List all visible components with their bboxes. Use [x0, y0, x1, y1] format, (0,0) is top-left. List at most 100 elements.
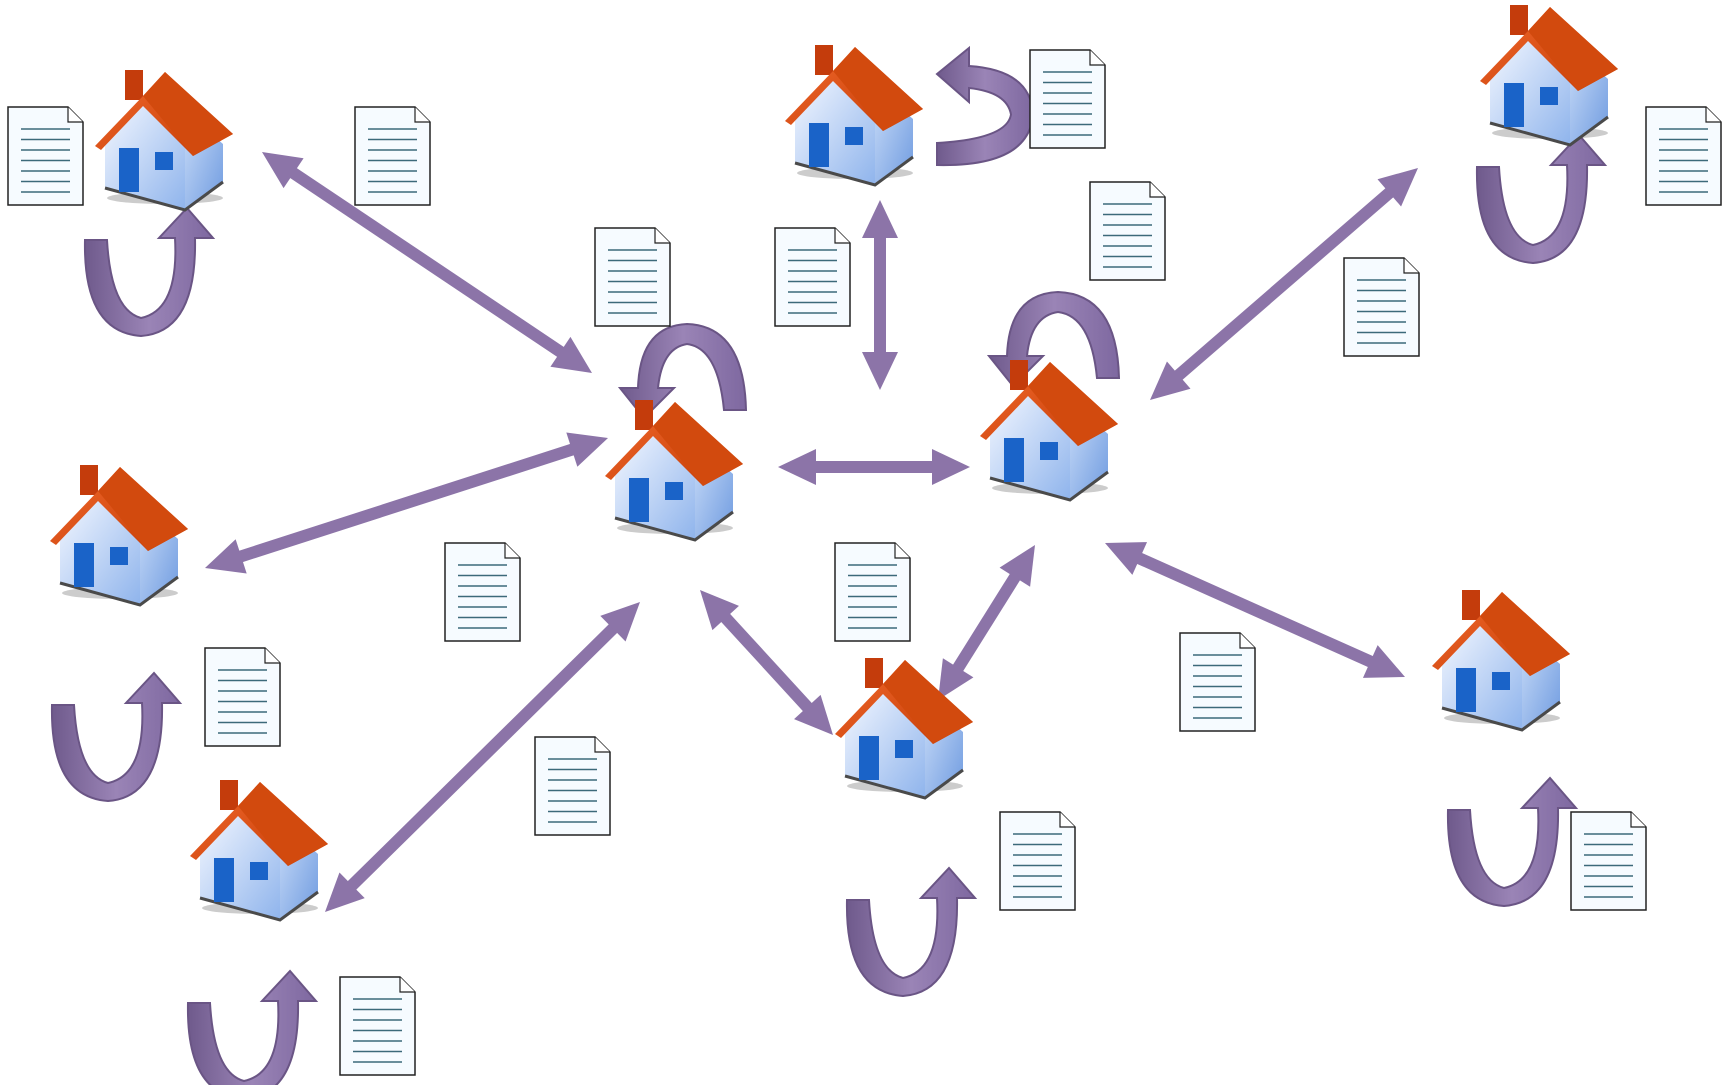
house-window [110, 547, 128, 565]
house-chimney [80, 465, 98, 495]
house-door [859, 736, 879, 780]
document-icon [1343, 257, 1420, 357]
document-page [1029, 49, 1106, 149]
self-loop-arrow [83, 206, 216, 338]
arrowhead-start [862, 200, 898, 238]
document-icon [1645, 106, 1722, 206]
document-icon [339, 976, 416, 1076]
double-arrow-edge [325, 602, 640, 912]
house-base [1489, 115, 1609, 147]
house-roof-side [653, 402, 743, 486]
double-arrow-edge [862, 200, 898, 390]
document-icon [7, 106, 84, 206]
curved-arrow-icon [1446, 776, 1579, 908]
document-page [1570, 811, 1647, 911]
house-base [989, 470, 1109, 502]
house-window [1040, 442, 1058, 460]
house-roof-side [1480, 592, 1570, 676]
document-fold [1059, 812, 1075, 828]
house-window [895, 740, 913, 758]
document-fold [834, 228, 850, 244]
arrowhead-end [1362, 645, 1405, 678]
house-chimney [220, 780, 238, 810]
house-chimney [1462, 590, 1480, 620]
curved-arrow-icon [935, 45, 1035, 167]
document-icon [534, 736, 611, 836]
arrowhead-end [1377, 168, 1418, 207]
document-fold [1705, 107, 1721, 123]
document-page [1089, 181, 1166, 281]
double-arrow-edge [205, 432, 608, 574]
arrowhead-end [938, 658, 974, 700]
self-loop-arrow [186, 969, 319, 1090]
house-icon [50, 465, 188, 607]
arrowhead-start [700, 590, 739, 631]
house-roof-side [98, 467, 188, 551]
house-base [1441, 700, 1561, 732]
document-page [444, 542, 521, 642]
curved-arrow-icon [845, 866, 978, 998]
house-icon [1480, 5, 1618, 147]
document-icon [999, 811, 1076, 911]
document-fold [504, 543, 520, 559]
double-arrow-edge [1150, 168, 1418, 400]
document-icon [354, 106, 431, 206]
arrowhead-end [932, 449, 970, 485]
house-door [119, 148, 139, 192]
houses-layer [50, 5, 1618, 922]
house-chimney [1510, 5, 1528, 35]
house-base [614, 510, 734, 542]
documents-layer [7, 49, 1722, 1076]
self-loop-arrow [1475, 133, 1608, 265]
house-icon [190, 780, 328, 922]
arrowhead-start [262, 152, 304, 189]
document-icon [774, 227, 851, 327]
house-base [199, 890, 319, 922]
document-page [774, 227, 851, 327]
arrowhead-start [1105, 542, 1148, 575]
house-chimney [1010, 360, 1028, 390]
double-arrow-edge [938, 545, 1035, 700]
document-icon [1179, 632, 1256, 732]
document-fold [399, 977, 415, 993]
arrowhead-start [1150, 361, 1191, 400]
house-door [1504, 83, 1524, 127]
house-chimney [815, 45, 833, 75]
document-icon [834, 542, 911, 642]
house-window [250, 862, 268, 880]
house-base [59, 575, 179, 607]
house-window [1540, 87, 1558, 105]
curved-arrow-icon [1475, 133, 1608, 265]
arrowhead-end [794, 694, 833, 735]
document-icon [444, 542, 521, 642]
house-icon [835, 658, 973, 800]
document-fold [654, 228, 670, 244]
arrowhead-end [550, 336, 592, 373]
document-fold [1630, 812, 1646, 828]
house-roof-side [143, 72, 233, 156]
edge-shaft [948, 567, 1025, 678]
house-window [845, 127, 863, 145]
house-roof-side [238, 782, 328, 866]
edge-shaft [715, 608, 818, 717]
document-page [594, 227, 671, 327]
document-icon [1570, 811, 1647, 911]
document-icon [1089, 181, 1166, 281]
arrowhead-end [205, 539, 247, 574]
curved-arrow-icon [83, 206, 216, 338]
document-page [834, 542, 911, 642]
document-page [204, 647, 281, 747]
house-door [214, 858, 234, 902]
document-icon [594, 227, 671, 327]
edge-shaft [1168, 183, 1400, 385]
document-fold [414, 107, 430, 123]
house-door [629, 478, 649, 522]
house-door [809, 123, 829, 167]
house-roof-side [833, 47, 923, 131]
house-window [1492, 672, 1510, 690]
document-page [339, 976, 416, 1076]
house-icon [605, 400, 743, 542]
edge-shaft [283, 163, 571, 362]
